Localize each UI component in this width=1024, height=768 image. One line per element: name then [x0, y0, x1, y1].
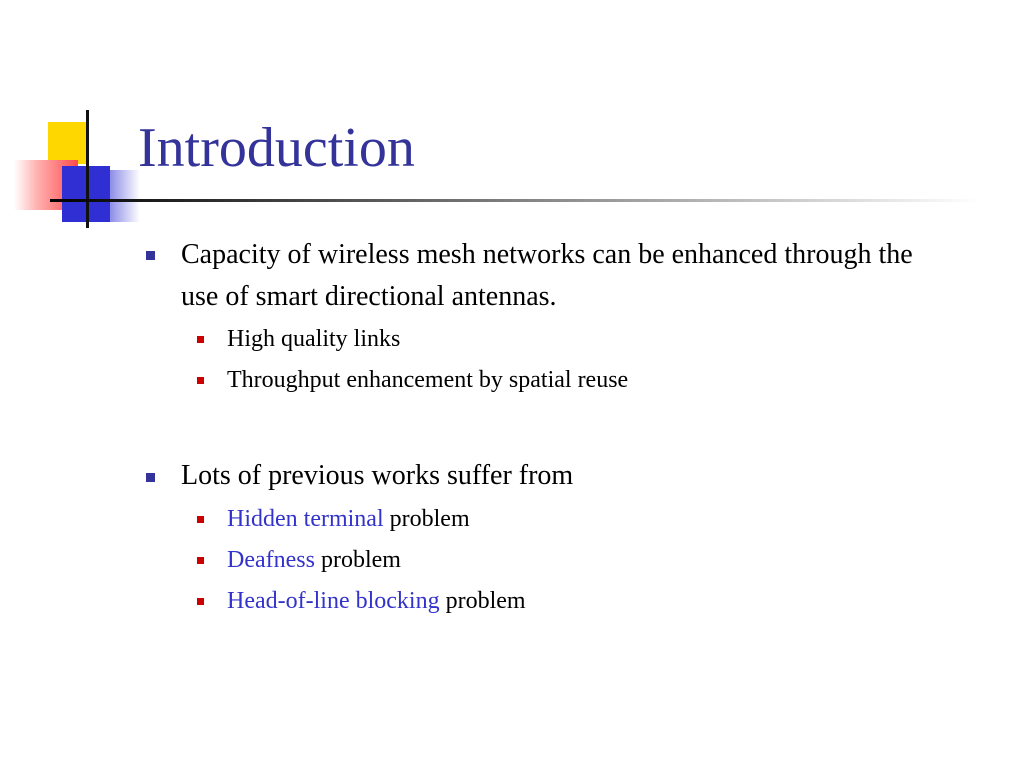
level1-bullet-marker — [146, 251, 155, 260]
yellow-square-decoration — [48, 122, 88, 164]
level2-bullet-marker — [197, 336, 204, 343]
level2-bullet-text: problem — [439, 588, 526, 614]
title-underline-rule — [50, 199, 980, 202]
highlight-term: Head-of-line blocking — [227, 588, 440, 614]
level2-bullet-item: Hidden terminal problem — [227, 504, 927, 534]
level1-bullet-marker — [146, 473, 155, 482]
slide-logo-decoration — [0, 100, 150, 240]
level2-bullet-text: problem — [383, 506, 470, 532]
level2-bullet-text: problem — [314, 547, 401, 573]
level2-bullet-marker — [197, 377, 204, 384]
highlight-term: Deafness — [227, 547, 315, 573]
vertical-line-decoration — [86, 110, 89, 228]
level2-bullet-marker — [197, 516, 204, 523]
level2-bullet-text: High quality links — [227, 326, 401, 352]
level2-bullet-item: Head-of-line blocking problem — [227, 586, 927, 616]
level2-bullet-item: Deafness problem — [227, 545, 927, 575]
level1-bullet-text: Lots of previous works suffer from — [181, 460, 574, 491]
level2-bullet-text: Throughput enhancement by spatial reuse — [227, 367, 629, 393]
blue-fade-decoration — [110, 170, 140, 222]
level2-bullet-marker — [197, 598, 204, 605]
slide-title: Introduction — [138, 117, 415, 179]
highlight-term: Hidden terminal — [227, 506, 384, 532]
level1-bullet-text: Capacity of wireless mesh networks can b… — [181, 239, 913, 312]
level2-bullet-marker — [197, 557, 204, 564]
